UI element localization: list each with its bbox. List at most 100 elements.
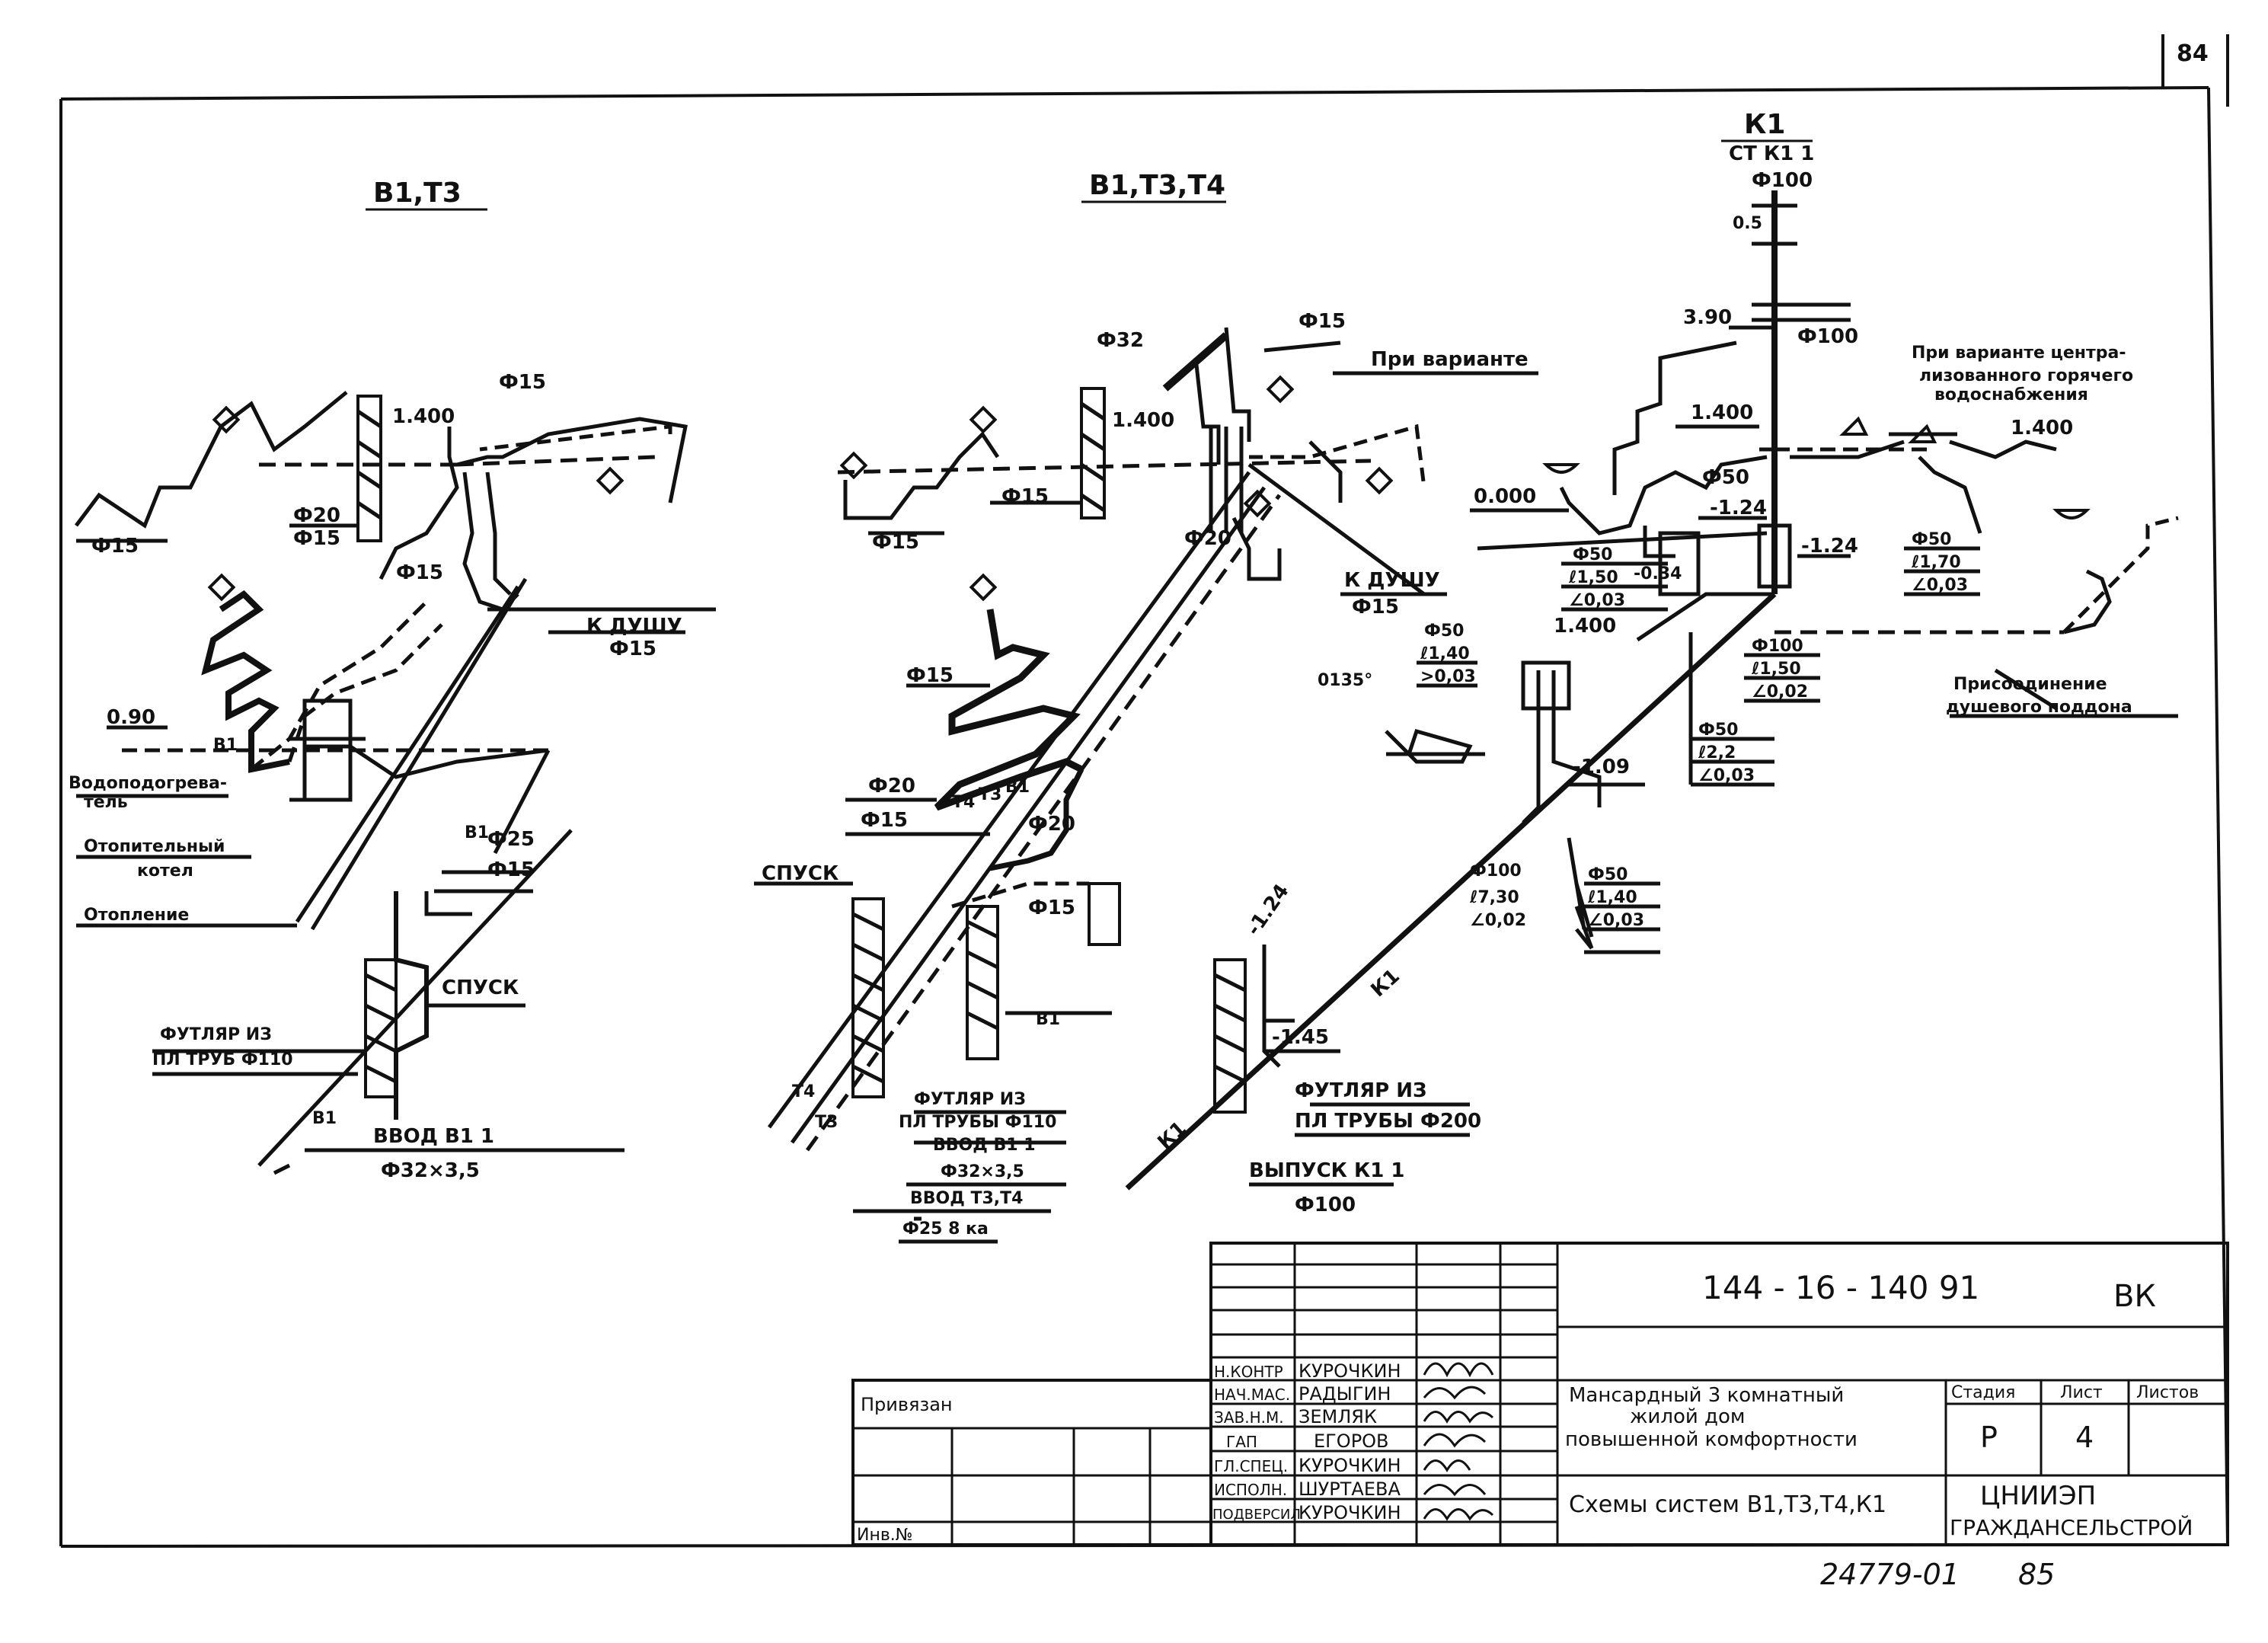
right-label-l170: ℓ1,70	[1911, 553, 1961, 572]
mid-label-pri-variante: При варианте	[1371, 348, 1529, 371]
mid-label-phi15-a: Ф15	[872, 531, 919, 554]
left-label-elev-090: 0.90	[107, 706, 155, 729]
right-label-l22: ℓ2,2	[1698, 743, 1736, 762]
mid-label-t4: Т4	[952, 793, 975, 812]
left-label-phi15-b: Ф15	[293, 527, 340, 550]
mid-label-phi15-top: Ф15	[1299, 310, 1346, 333]
right-label-phi50-b: Ф50	[1702, 466, 1749, 489]
right-label-central-3: водоснабжения	[1934, 385, 2088, 404]
right-label-futlyar-2: ПЛ ТРУБЫ Ф200	[1295, 1110, 1481, 1133]
mid-label-elev-1400: 1.400	[1112, 409, 1174, 432]
bottom-number: 24779-01	[1820, 1558, 1960, 1591]
left-label-phi15: Ф15	[91, 535, 139, 558]
privyazan-label: Привязан	[861, 1394, 953, 1415]
right-label-vypusk: ВЫПУСК К1 1	[1249, 1159, 1404, 1182]
lists-header: Листов	[2136, 1383, 2199, 1402]
right-pipework	[914, 190, 2179, 1221]
left-label-k-dushu: К ДУШУ	[586, 615, 682, 638]
project-line-1: Мансардный 3 комнатный	[1569, 1384, 1844, 1407]
right-label-elev-0000: 0.000	[1474, 485, 1536, 508]
mid-scheme-title: В1,Т3,Т4	[1089, 170, 1225, 201]
mid-label-vvod-b1: ВВОД В1 1	[933, 1136, 1036, 1155]
inv-label: Инв.№	[857, 1526, 913, 1545]
right-label-elev-390: 3.90	[1683, 306, 1732, 329]
right-label-phi50-a: Ф50	[1573, 545, 1612, 564]
org-line-1: ЦНИИЭП	[1980, 1481, 2096, 1511]
right-label-slope003-b: ∠0,03	[1912, 576, 1968, 595]
left-pipework	[75, 391, 716, 1175]
left-label-phi15-e: Ф15	[487, 858, 535, 881]
left-label-futlyar-1: ФУТЛЯР ИЗ	[160, 1025, 272, 1044]
left-label-phi15-top: Ф15	[499, 371, 546, 394]
mid-label-phi32: Ф32	[1097, 329, 1144, 352]
right-scheme-riser: СТ К1 1	[1729, 142, 1814, 165]
role-1: НАЧ.МАС.	[1214, 1386, 1290, 1404]
role-6: ПОДВЕРСИЛ	[1212, 1507, 1301, 1523]
mid-label-phi20-c: Ф20	[1028, 813, 1075, 836]
left-label-otop-kotel-1: Отопительный	[84, 837, 225, 856]
mid-label-vvod-b1-phi: Ф32×3,5	[941, 1162, 1024, 1181]
right-label-elev-1400-a: 1.400	[1691, 401, 1753, 424]
fixture-symbols	[207, 375, 2091, 602]
left-label-vodopodogrev-1: Водоподогрева-	[69, 774, 227, 793]
project-line-2: жилой дом	[1630, 1405, 1746, 1428]
left-label-b1: В1	[213, 736, 238, 755]
left-label-futlyar-2: ПЛ ТРУБ Ф110	[152, 1050, 293, 1069]
left-label-phi15-c: Ф15	[396, 561, 443, 584]
right-label-slope003-e: ∠0,03	[1588, 911, 1644, 930]
right-label-phi100-b: Ф100	[1797, 325, 1858, 348]
name-1: РАДЫГИН	[1299, 1383, 1391, 1405]
right-label-prisoed-2: душевого поддона	[1946, 698, 2132, 717]
left-label-elev-1400: 1.400	[392, 405, 455, 428]
right-label-slope002-a: ∠0,02	[1752, 682, 1808, 702]
project-line-3: повышенной комфортности	[1565, 1428, 1858, 1451]
right-label-phi100-c: Ф100	[1752, 637, 1803, 656]
right-label-phi100-top: Ф100	[1752, 169, 1813, 192]
left-label-vvod-phi: Ф32×3,5	[381, 1159, 480, 1182]
stage-value: Р	[1980, 1421, 1998, 1454]
right-label-k1-b: К1	[1154, 1117, 1191, 1155]
right-label-futlyar-1: ФУТЛЯР ИЗ	[1295, 1079, 1427, 1102]
left-label-otoplenie: Отопление	[84, 906, 189, 925]
right-label-minus124-a: -1.24	[1710, 497, 1767, 519]
middle-scheme: В1,Т3,Т4	[754, 170, 1538, 1244]
right-label-minus109: -1.09	[1573, 756, 1630, 778]
right-label-dim-05: 0.5	[1733, 214, 1762, 233]
sheet-title: Схемы систем В1,Т3,Т4,К1	[1569, 1491, 1886, 1518]
signatures	[1423, 1362, 1494, 1521]
right-label-phi50-f: Ф50	[1588, 865, 1628, 884]
mid-pipework	[754, 327, 1538, 1244]
mid-label-phi15-e: Ф15	[1028, 897, 1075, 919]
right-label-l730: ℓ7,30	[1469, 888, 1519, 907]
mid-label-phi15-c: Ф15	[906, 664, 954, 687]
mid-label-spusk: СПУСК	[762, 862, 839, 885]
right-label-prisoed-1: Присоединение	[1953, 675, 2107, 694]
mid-label-vvod-t3-phi: Ф25 8 ка	[902, 1219, 989, 1239]
right-label-l150-b: ℓ1,50	[1751, 660, 1801, 679]
right-label-k1-a: К1	[1367, 965, 1404, 1002]
name-5: ШУРТАЕВА	[1299, 1478, 1401, 1500]
name-6: КУРОЧКИН	[1299, 1502, 1401, 1523]
name-4: КУРОЧКИН	[1299, 1455, 1401, 1476]
role-2: ЗАВ.Н.М.	[1214, 1408, 1284, 1427]
name-3: ЕГОРОВ	[1314, 1430, 1389, 1452]
right-label-elev-1400-b: 1.400	[2011, 417, 2073, 440]
role-4: ГЛ.СПЕЦ.	[1214, 1457, 1288, 1475]
right-label-vypusk-phi: Ф100	[1295, 1194, 1356, 1216]
section-code: ВК	[2113, 1279, 2156, 1314]
title-block	[851, 1242, 2229, 1546]
left-scheme: В1,Т3	[69, 177, 716, 1182]
bottom-suffix: 85	[2018, 1558, 2055, 1591]
left-label-b1-c: В1	[312, 1109, 337, 1128]
right-label-slope002-b: ∠0,02	[1470, 911, 1526, 930]
right-label-central-1: При варианте центра-	[1912, 344, 2126, 363]
right-label-phi50-c: Ф50	[1912, 530, 1951, 549]
right-label-phi50-d: Ф50	[1424, 622, 1464, 641]
list-header: Лист	[2060, 1383, 2103, 1402]
doc-code: 144 - 16 - 140 91	[1702, 1269, 1979, 1306]
mid-label-futlyar-1: ФУТЛЯР ИЗ	[914, 1090, 1026, 1109]
left-label-vodopodogrev-2: тель	[84, 793, 128, 812]
mid-label-futlyar-2: ПЛ ТРУБЫ Ф110	[899, 1113, 1056, 1132]
right-label-l140-a: ℓ1,40	[1420, 644, 1470, 663]
